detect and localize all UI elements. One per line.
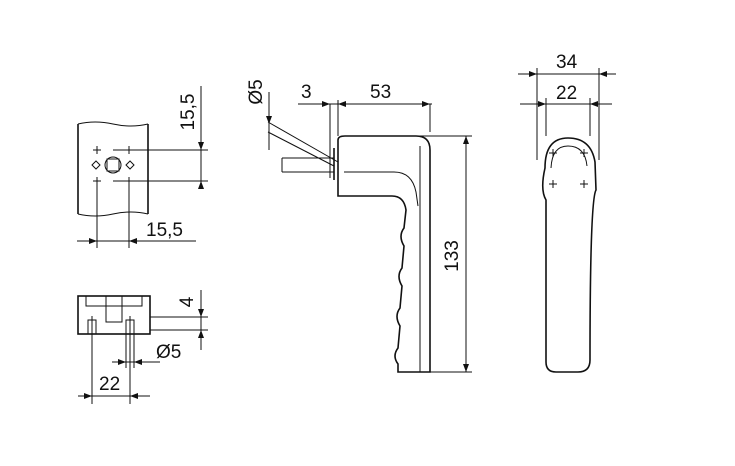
dim-square-height: 15,5 xyxy=(178,94,199,131)
dim-rose-thickness: 4 xyxy=(177,296,198,307)
dim-lever-height: 133 xyxy=(442,240,463,272)
rose-section-view: 4 Ø5 22 xyxy=(77,290,208,404)
dim-pin-diameter: Ø5 xyxy=(246,79,267,104)
dim-handle-inner-width: 22 xyxy=(556,83,577,104)
lever-side-view: Ø5 3 53 133 xyxy=(246,79,472,373)
dim-square-offset: 15,5 xyxy=(146,220,183,241)
rose-front-view: 15,5 15,5 xyxy=(77,86,208,248)
lever-front-view: 34 22 xyxy=(518,52,616,373)
dim-handle-outer-width: 34 xyxy=(556,52,578,73)
dim-rose-hole-spacing: 22 xyxy=(99,374,120,395)
dim-rose-hole-diameter: Ø5 xyxy=(156,342,181,363)
dim-rose-gap: 3 xyxy=(301,82,312,103)
dim-lever-projection: 53 xyxy=(370,82,391,103)
